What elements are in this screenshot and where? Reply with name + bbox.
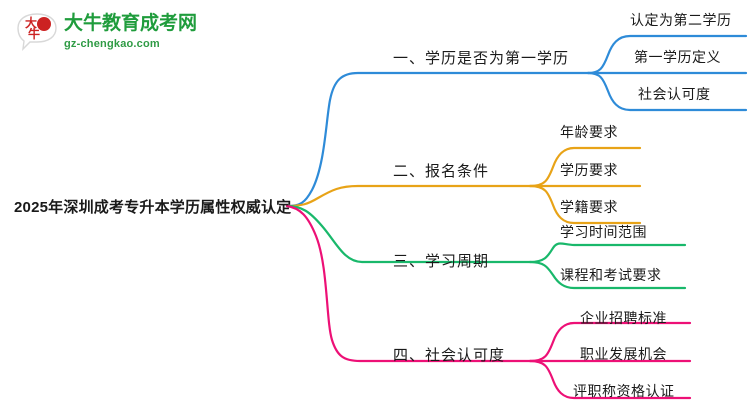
leaf-node-4-3[interactable]: 评职称资格认证 [573,383,675,399]
leaf-node-1-3[interactable]: 社会认可度 [638,86,711,102]
root-to-branch-2-wire [285,184,532,208]
leaf-node-4-2[interactable]: 职业发展机会 [580,346,667,362]
leaf-node-3-2[interactable]: 课程和考试要求 [560,267,662,283]
brand-mark-icon: 大 牛 [17,13,57,51]
root-to-branch-4-wire [285,204,532,363]
brand-name: 大牛教育成考网 [64,13,198,34]
branch-node-3[interactable]: 三、学习周期 [393,253,490,270]
brand-url: gz-chengkao.com [64,38,160,50]
leaf-node-3-1[interactable]: 学习时间范围 [560,224,647,240]
branch-node-4[interactable]: 四、社会认可度 [393,347,506,364]
leaf-node-2-2[interactable]: 学历要求 [560,162,618,178]
root-to-branch-1-wire [285,71,590,208]
leaf-node-2-1[interactable]: 年龄要求 [560,124,618,140]
root-node[interactable]: 2025年深圳成考专升本学历属性权威认定 [14,199,292,216]
leaf-node-1-1[interactable]: 认定为第二学历 [630,12,732,28]
svg-text:大: 大 [25,15,37,30]
branch-node-1[interactable]: 一、学历是否为第一学历 [393,50,570,67]
site-logo[interactable]: 大 牛 大牛教育成考网 gz-chengkao.com [14,10,204,60]
svg-text:牛: 牛 [28,26,40,41]
leaf-node-2-3[interactable]: 学籍要求 [560,199,618,215]
branch-node-2[interactable]: 二、报名条件 [393,163,490,180]
leaf-node-1-2[interactable]: 第一学历定义 [634,49,721,65]
branch-3-leaf-1-wire [528,242,687,264]
leaf-node-4-1[interactable]: 企业招聘标准 [580,310,667,326]
